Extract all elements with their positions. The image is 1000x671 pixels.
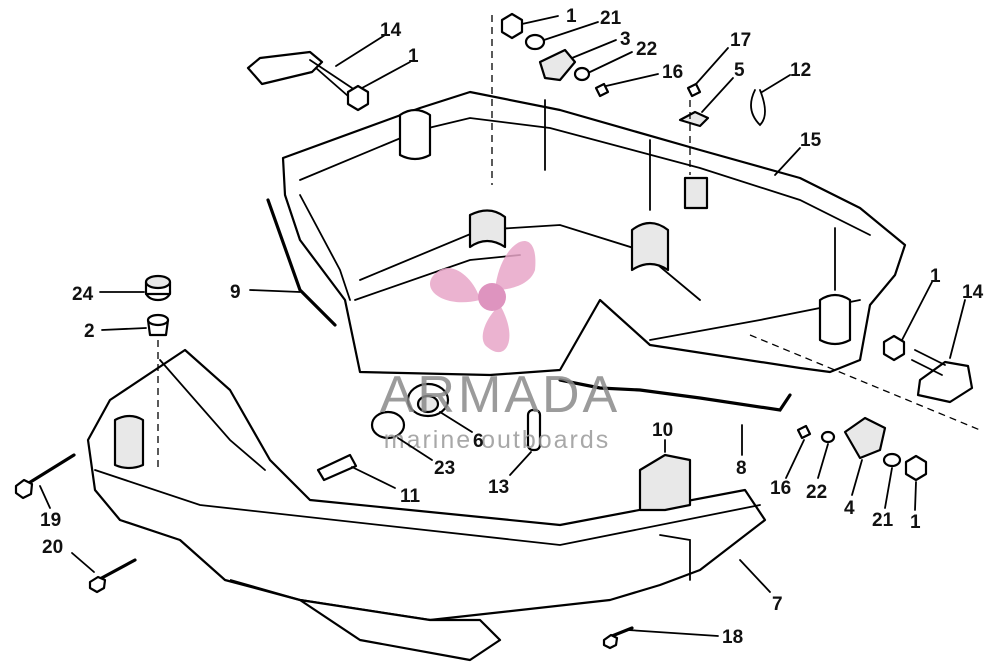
propeller-icon [429,241,536,353]
callout-labels: 1 21 3 22 16 17 5 12 14 1 15 1 14 24 9 2… [40,6,984,648]
callout-21-bottom: 21 [872,510,894,531]
alignment-lines [157,15,981,470]
callout-17: 17 [730,30,751,51]
callout-1-right: 1 [930,266,941,287]
callout-11: 11 [400,486,421,507]
callout-21-top: 21 [600,8,622,29]
callout-8: 8 [736,458,747,479]
callout-1-bottom: 1 [910,512,921,533]
callout-4: 4 [844,498,855,519]
callout-19: 19 [40,510,61,531]
callout-14-right: 14 [962,282,984,303]
callout-20: 20 [42,537,63,558]
upper-cowl-part [281,90,907,377]
leader-lines [39,15,966,637]
lever-part-upper [246,50,353,97]
callout-24: 24 [72,284,94,305]
callout-22-top: 22 [636,39,657,60]
callout-7: 7 [772,594,783,615]
callout-16-top: 16 [662,62,683,83]
callout-14-top: 14 [380,20,402,41]
callout-5: 5 [734,60,745,81]
watermark-logo: ARMADA marine outboards [380,241,620,454]
callout-10: 10 [652,420,673,441]
callout-12: 12 [790,60,811,81]
watermark-title: ARMADA [380,366,620,424]
callout-16-bottom: 16 [770,478,791,499]
lever-part-lower [911,349,974,404]
callout-6: 6 [473,431,484,452]
callout-3: 3 [620,29,631,50]
seal-strip-8 [558,378,792,412]
callout-23: 23 [434,458,455,479]
callout-22-bottom: 22 [806,482,827,503]
callout-15: 15 [800,130,822,151]
callout-1-top: 1 [566,6,577,27]
seal-strip-9 [266,198,337,327]
callout-13: 13 [488,477,509,498]
watermark-subtitle: marine outboards [384,426,611,454]
callout-18: 18 [722,627,743,648]
lower-cowl-part [86,348,767,662]
callout-2: 2 [84,321,95,342]
callout-1-left: 1 [408,46,419,67]
callout-9: 9 [230,282,241,303]
hardware-parts [14,12,928,650]
